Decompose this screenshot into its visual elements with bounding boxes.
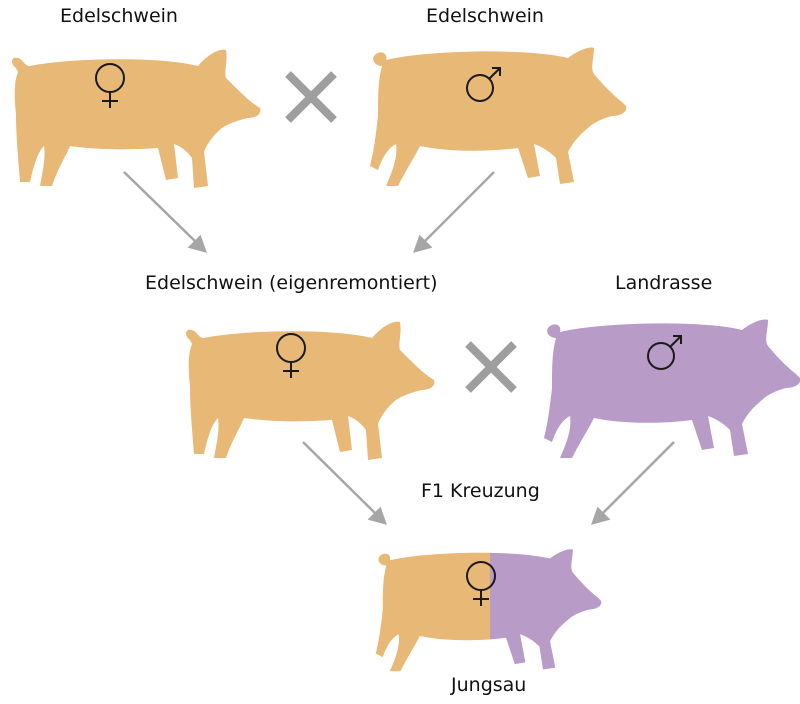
pig-edelschwein-sow-mid: [186, 321, 435, 460]
arrow: [123, 171, 207, 253]
male-symbol-icon: [647, 335, 682, 370]
cross-icon: [465, 341, 517, 393]
label-top-right: Edelschwein: [426, 5, 544, 27]
female-symbol-icon: [466, 561, 496, 606]
male-symbol-icon: [466, 67, 501, 102]
cross-icon: [285, 71, 337, 123]
label-mid-right: Landrasse: [615, 272, 713, 294]
arrow: [413, 171, 495, 253]
female-symbol-icon: [276, 333, 306, 378]
arrow: [302, 441, 387, 525]
female-symbol-icon: [95, 63, 125, 108]
label-top-left: Edelschwein: [60, 5, 178, 27]
label-f1: F1 Kreuzung: [421, 480, 540, 502]
pig-edelschwein-sow-top: [12, 49, 261, 188]
pig-f1-jungsau: [375, 549, 602, 672]
pig-landrasse-boar: [544, 319, 800, 458]
label-mid-left: Edelschwein (eigenremontiert): [145, 272, 438, 294]
label-bottom: Jungsau: [451, 674, 527, 696]
arrow: [591, 441, 675, 525]
